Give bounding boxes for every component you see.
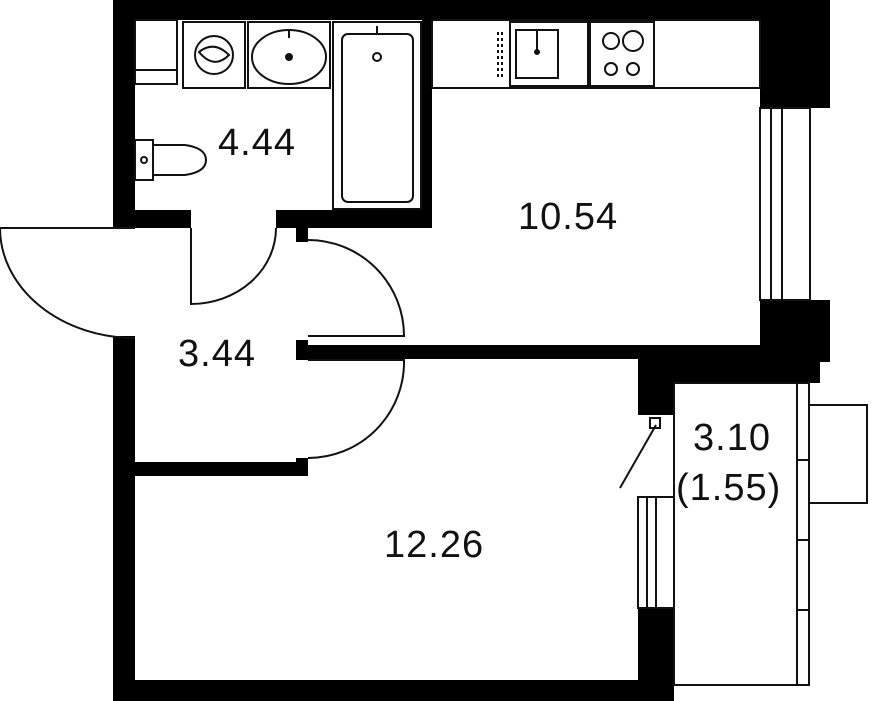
wall-left-upper [113, 0, 135, 228]
kitchen-fixtures [431, 19, 761, 89]
wall-bottom [113, 680, 674, 701]
bathroom-fixtures [134, 19, 422, 210]
wall-kitchen-living [302, 345, 642, 359]
kitchen-counter [431, 19, 761, 89]
sink-icon [247, 21, 331, 89]
balcony-door-leaf [619, 424, 657, 489]
wall-bathroom-bottom-right [276, 210, 430, 228]
washing-machine-icon [182, 21, 246, 89]
living-door [307, 359, 406, 459]
room-area-hallway: 3.44 [178, 333, 256, 375]
balcony-rail [796, 382, 810, 686]
kitchen-rail-icon [497, 32, 503, 80]
walls [113, 0, 830, 701]
doors [0, 227, 406, 459]
wall-living-balcony-top [638, 345, 674, 415]
windows [637, 107, 811, 609]
wall-hall-kitchen-stub [296, 222, 308, 242]
balcony-chair [808, 404, 868, 504]
wall-top [113, 0, 830, 20]
bathroom-door [190, 227, 277, 306]
wall-right-upper [760, 0, 830, 108]
toilet-icon [134, 139, 208, 181]
balcony [619, 382, 868, 686]
room-area-bathroom: 4.44 [218, 122, 296, 164]
room-area-kitchen: 10.54 [518, 196, 618, 238]
kitchen-door [307, 239, 406, 337]
wall-hall-living-stub [296, 458, 308, 476]
room-area-balcony-reduced: (1.55) [676, 467, 781, 509]
area-labels: 4.44 10.54 3.44 12.26 3.10 (1.55) [178, 122, 781, 566]
wall-hall-living [113, 462, 303, 476]
wall-bathroom-right [422, 20, 432, 228]
entrance-door [0, 227, 136, 339]
wall-hall-stub-2 [296, 340, 308, 360]
kitchen-sink-icon [509, 21, 589, 87]
bathroom-shelf [134, 19, 178, 85]
room-area-living: 12.26 [384, 524, 484, 566]
room-area-balcony: 3.10 [693, 417, 771, 459]
stove-icon [589, 21, 655, 87]
wall-bathroom-bottom [113, 210, 191, 228]
wall-left-lower [113, 336, 135, 701]
bathtub-icon [332, 21, 422, 210]
